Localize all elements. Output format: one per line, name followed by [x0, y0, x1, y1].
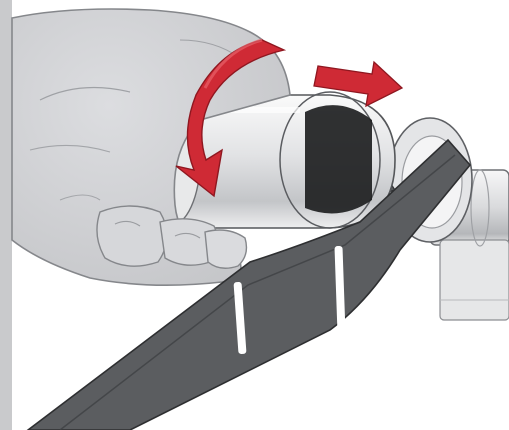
illustration-canvas [0, 0, 509, 430]
instruction-illustration [0, 0, 509, 430]
